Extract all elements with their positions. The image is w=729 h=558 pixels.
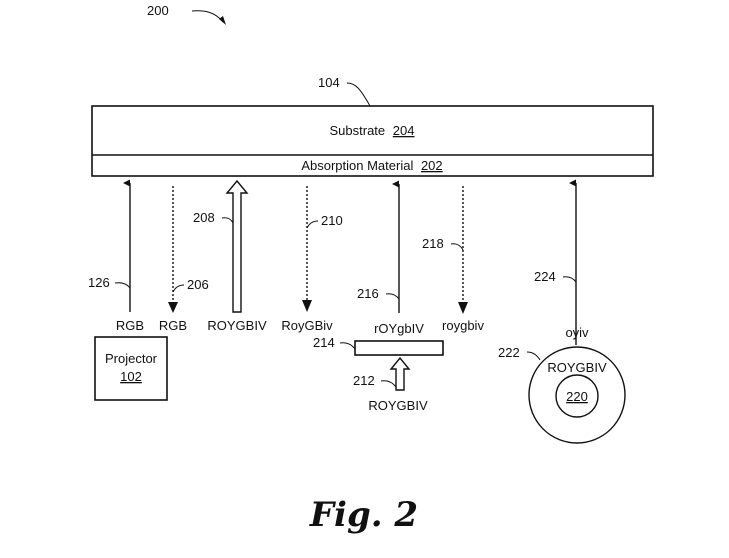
figure-ref-arrowhead-icon — [219, 16, 226, 25]
beam-208: 208 ROYGBIV — [193, 179, 267, 333]
beam-126-label: RGB — [116, 318, 144, 333]
outer-source-leader — [526, 351, 541, 361]
figure-ref-leader — [191, 10, 224, 23]
filter-ref: 214 — [313, 335, 335, 350]
beam-206-leader — [172, 284, 185, 293]
beam-224-ref: 224 — [534, 269, 556, 284]
substrate-layer-label: Substrate 204 — [330, 123, 415, 138]
inner-source-circle — [555, 374, 599, 418]
beam-206-label: RGB — [159, 318, 187, 333]
absorption-ref: 202 — [421, 158, 443, 173]
beam-216: 216 rOYgbIV — [357, 180, 424, 336]
projector-ref: 102 — [120, 369, 142, 384]
beam-224-leader — [562, 276, 577, 283]
inner-source-ref: 220 — [566, 389, 588, 404]
beam-218-ref: 218 — [422, 236, 444, 251]
filter-input-label: ROYGBIV — [368, 398, 428, 413]
substrate-label: Substrate — [330, 123, 386, 138]
beam-210-ref: 210 — [321, 213, 343, 228]
beam-218: 218 roygbiv — [422, 186, 484, 333]
beam-224: 224 oyiv — [534, 179, 589, 345]
beam-126-ref: 126 — [88, 275, 110, 290]
figure-caption: Fig. 2 — [309, 495, 418, 535]
projector: Projector 102 — [94, 336, 168, 401]
filter: 214 212 ROYGBIV — [313, 335, 444, 413]
beam-126-leader — [114, 282, 131, 289]
beam-210-leader — [306, 220, 319, 229]
filter-leader — [339, 342, 356, 350]
outer-source-label: ROYGBIV — [547, 360, 607, 375]
beam-216-ref: 216 — [357, 286, 379, 301]
beam-208-leader — [221, 217, 234, 224]
screen-ref-number: 104 — [318, 75, 340, 90]
beam-210: 210 RoyGBiv — [281, 186, 343, 333]
beam-206: 206 RGB — [159, 186, 209, 333]
beam-218-leader — [450, 243, 464, 251]
beam-208-ref: 208 — [193, 210, 215, 225]
beam-210-label: RoyGBiv — [281, 318, 333, 333]
figure-ref-number: 200 — [147, 3, 169, 18]
beam-126: 126 RGB — [88, 179, 144, 333]
beam-208-label: ROYGBIV — [207, 318, 267, 333]
screen-assembly: Substrate 204 Absorption Material 202 — [91, 105, 654, 177]
beam-218-label: roygbiv — [442, 318, 484, 333]
filter-input-leader — [380, 380, 397, 388]
projector-label: Projector — [105, 351, 158, 366]
substrate-ref: 204 — [393, 123, 415, 138]
beam-216-leader — [385, 293, 400, 300]
beam-210-arrowhead-icon — [302, 300, 312, 312]
screen-outline — [91, 105, 654, 177]
beam-218-arrowhead-icon — [458, 302, 468, 314]
filter-element — [354, 340, 444, 356]
beam-216-label: rOYgbIV — [374, 321, 424, 336]
absorption-label: Absorption Material — [301, 158, 413, 173]
outer-source-circle — [528, 346, 626, 444]
beam-206-arrowhead-icon — [168, 302, 178, 313]
screen-ref-leader — [346, 82, 371, 107]
outer-source-ref: 222 — [498, 345, 520, 360]
beam-224-label: oyiv — [565, 325, 589, 340]
beam-206-ref: 206 — [187, 277, 209, 292]
projector-box — [94, 336, 168, 401]
absorption-layer-label: Absorption Material 202 — [301, 158, 442, 173]
beam-208-hollow-arrow — [225, 179, 249, 313]
light-source: 222 ROYGBIV 220 — [498, 345, 626, 444]
filter-input-ref: 212 — [353, 373, 375, 388]
filter-input-hollow-arrow — [389, 356, 411, 391]
